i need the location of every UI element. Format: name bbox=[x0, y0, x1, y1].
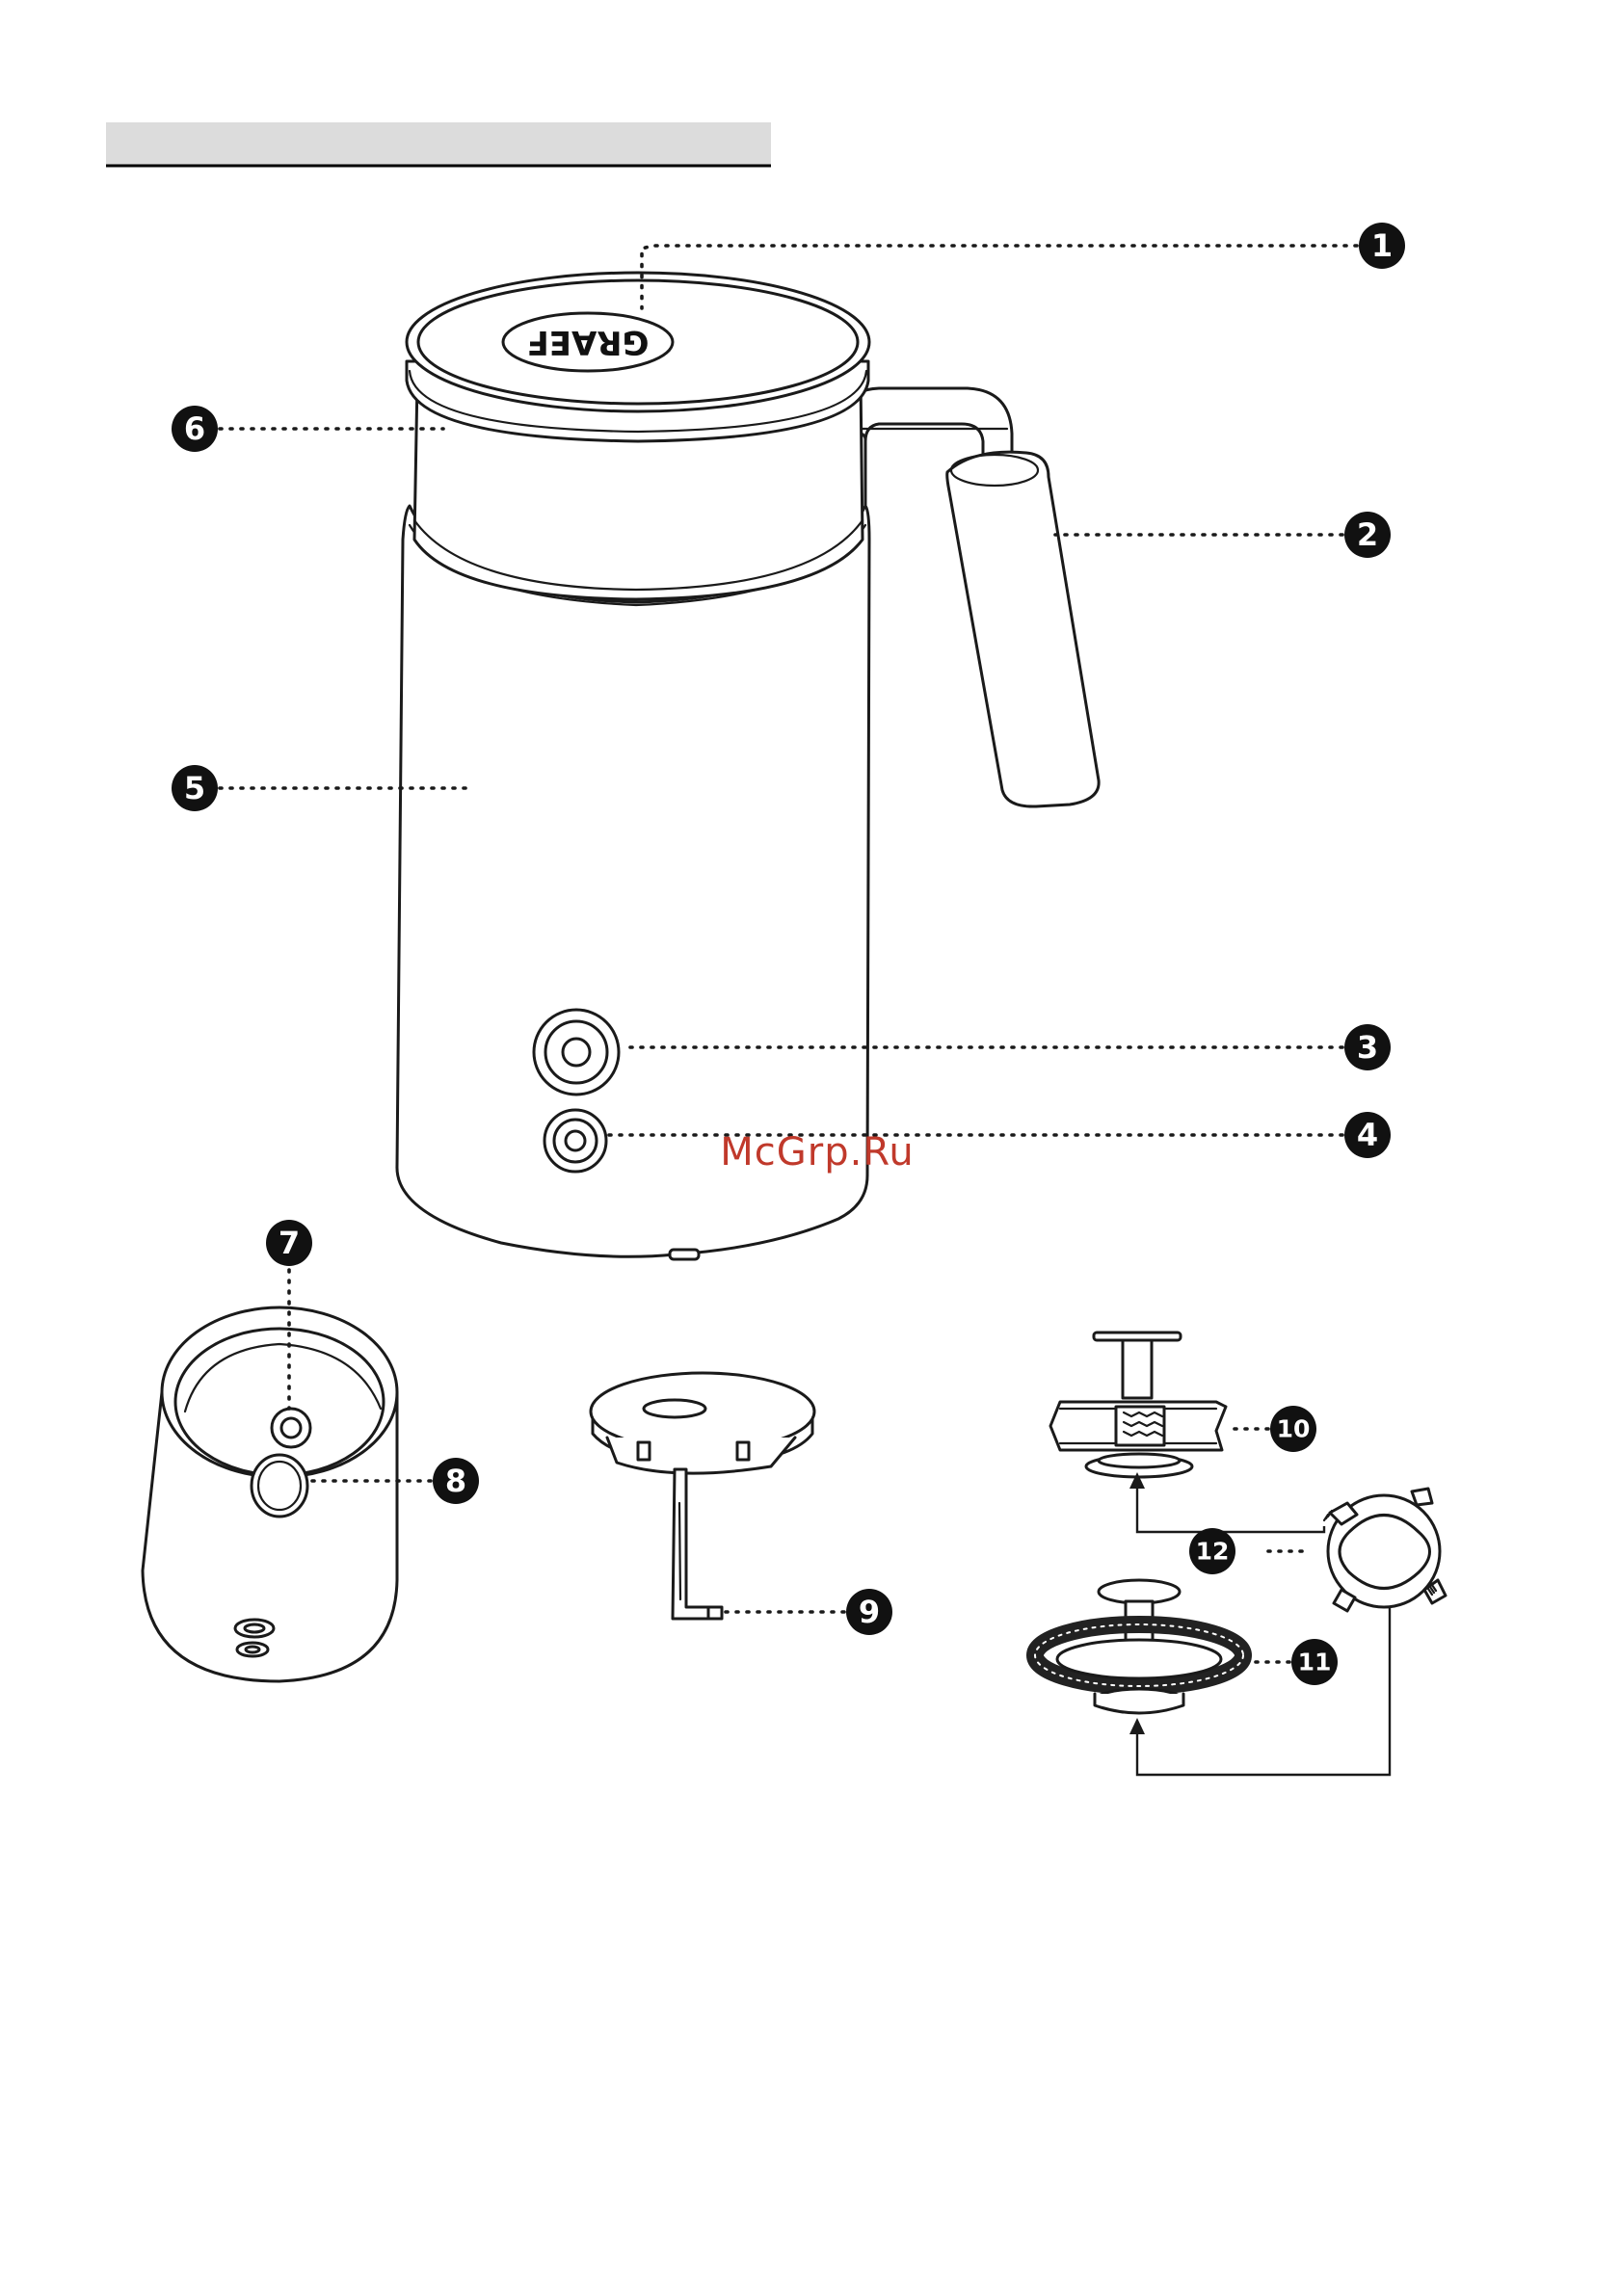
watermark: McGrp.Ru bbox=[720, 1130, 914, 1174]
svg-text:10: 10 bbox=[1277, 1415, 1311, 1443]
svg-text:1: 1 bbox=[1371, 227, 1393, 264]
brand-logo: GRAEF bbox=[527, 323, 650, 361]
callout-11: 11 bbox=[1291, 1639, 1338, 1685]
lid-stirrer bbox=[591, 1373, 814, 1619]
whisk-drive-shaft bbox=[272, 1409, 310, 1447]
frother-main-unit: GRAEF bbox=[397, 273, 1099, 1259]
svg-text:9: 9 bbox=[859, 1594, 880, 1630]
detached-inner-jug bbox=[143, 1307, 397, 1681]
callout-10: 10 bbox=[1270, 1406, 1316, 1452]
svg-text:12: 12 bbox=[1196, 1538, 1230, 1566]
whisk-ring bbox=[1324, 1489, 1446, 1611]
svg-text:6: 6 bbox=[184, 410, 205, 447]
svg-text:3: 3 bbox=[1357, 1029, 1378, 1066]
callout-3: 3 bbox=[1344, 1024, 1391, 1070]
callout-4: 4 bbox=[1344, 1112, 1391, 1158]
callout-1: 1 bbox=[1359, 223, 1405, 269]
upper-button bbox=[534, 1010, 619, 1095]
lid: GRAEF bbox=[407, 273, 869, 441]
svg-text:8: 8 bbox=[445, 1463, 466, 1499]
svg-text:4: 4 bbox=[1357, 1117, 1378, 1153]
callout-2: 2 bbox=[1344, 512, 1391, 558]
svg-text:2: 2 bbox=[1357, 516, 1378, 553]
frothing-whisk bbox=[1050, 1333, 1226, 1477]
callout-8: 8 bbox=[433, 1458, 479, 1504]
callout-9: 9 bbox=[846, 1589, 892, 1635]
svg-text:5: 5 bbox=[184, 770, 205, 806]
handle bbox=[831, 388, 1099, 806]
heating-plate bbox=[252, 1455, 307, 1517]
spring-whisk bbox=[1035, 1580, 1243, 1713]
callout-5: 5 bbox=[172, 765, 218, 811]
svg-text:11: 11 bbox=[1298, 1649, 1332, 1676]
header-bar bbox=[106, 122, 771, 165]
callout-12: 12 bbox=[1189, 1528, 1235, 1574]
lower-button bbox=[544, 1110, 606, 1172]
svg-text:7: 7 bbox=[279, 1225, 300, 1261]
callout-6: 6 bbox=[172, 406, 218, 452]
callout-7: 7 bbox=[266, 1220, 312, 1266]
